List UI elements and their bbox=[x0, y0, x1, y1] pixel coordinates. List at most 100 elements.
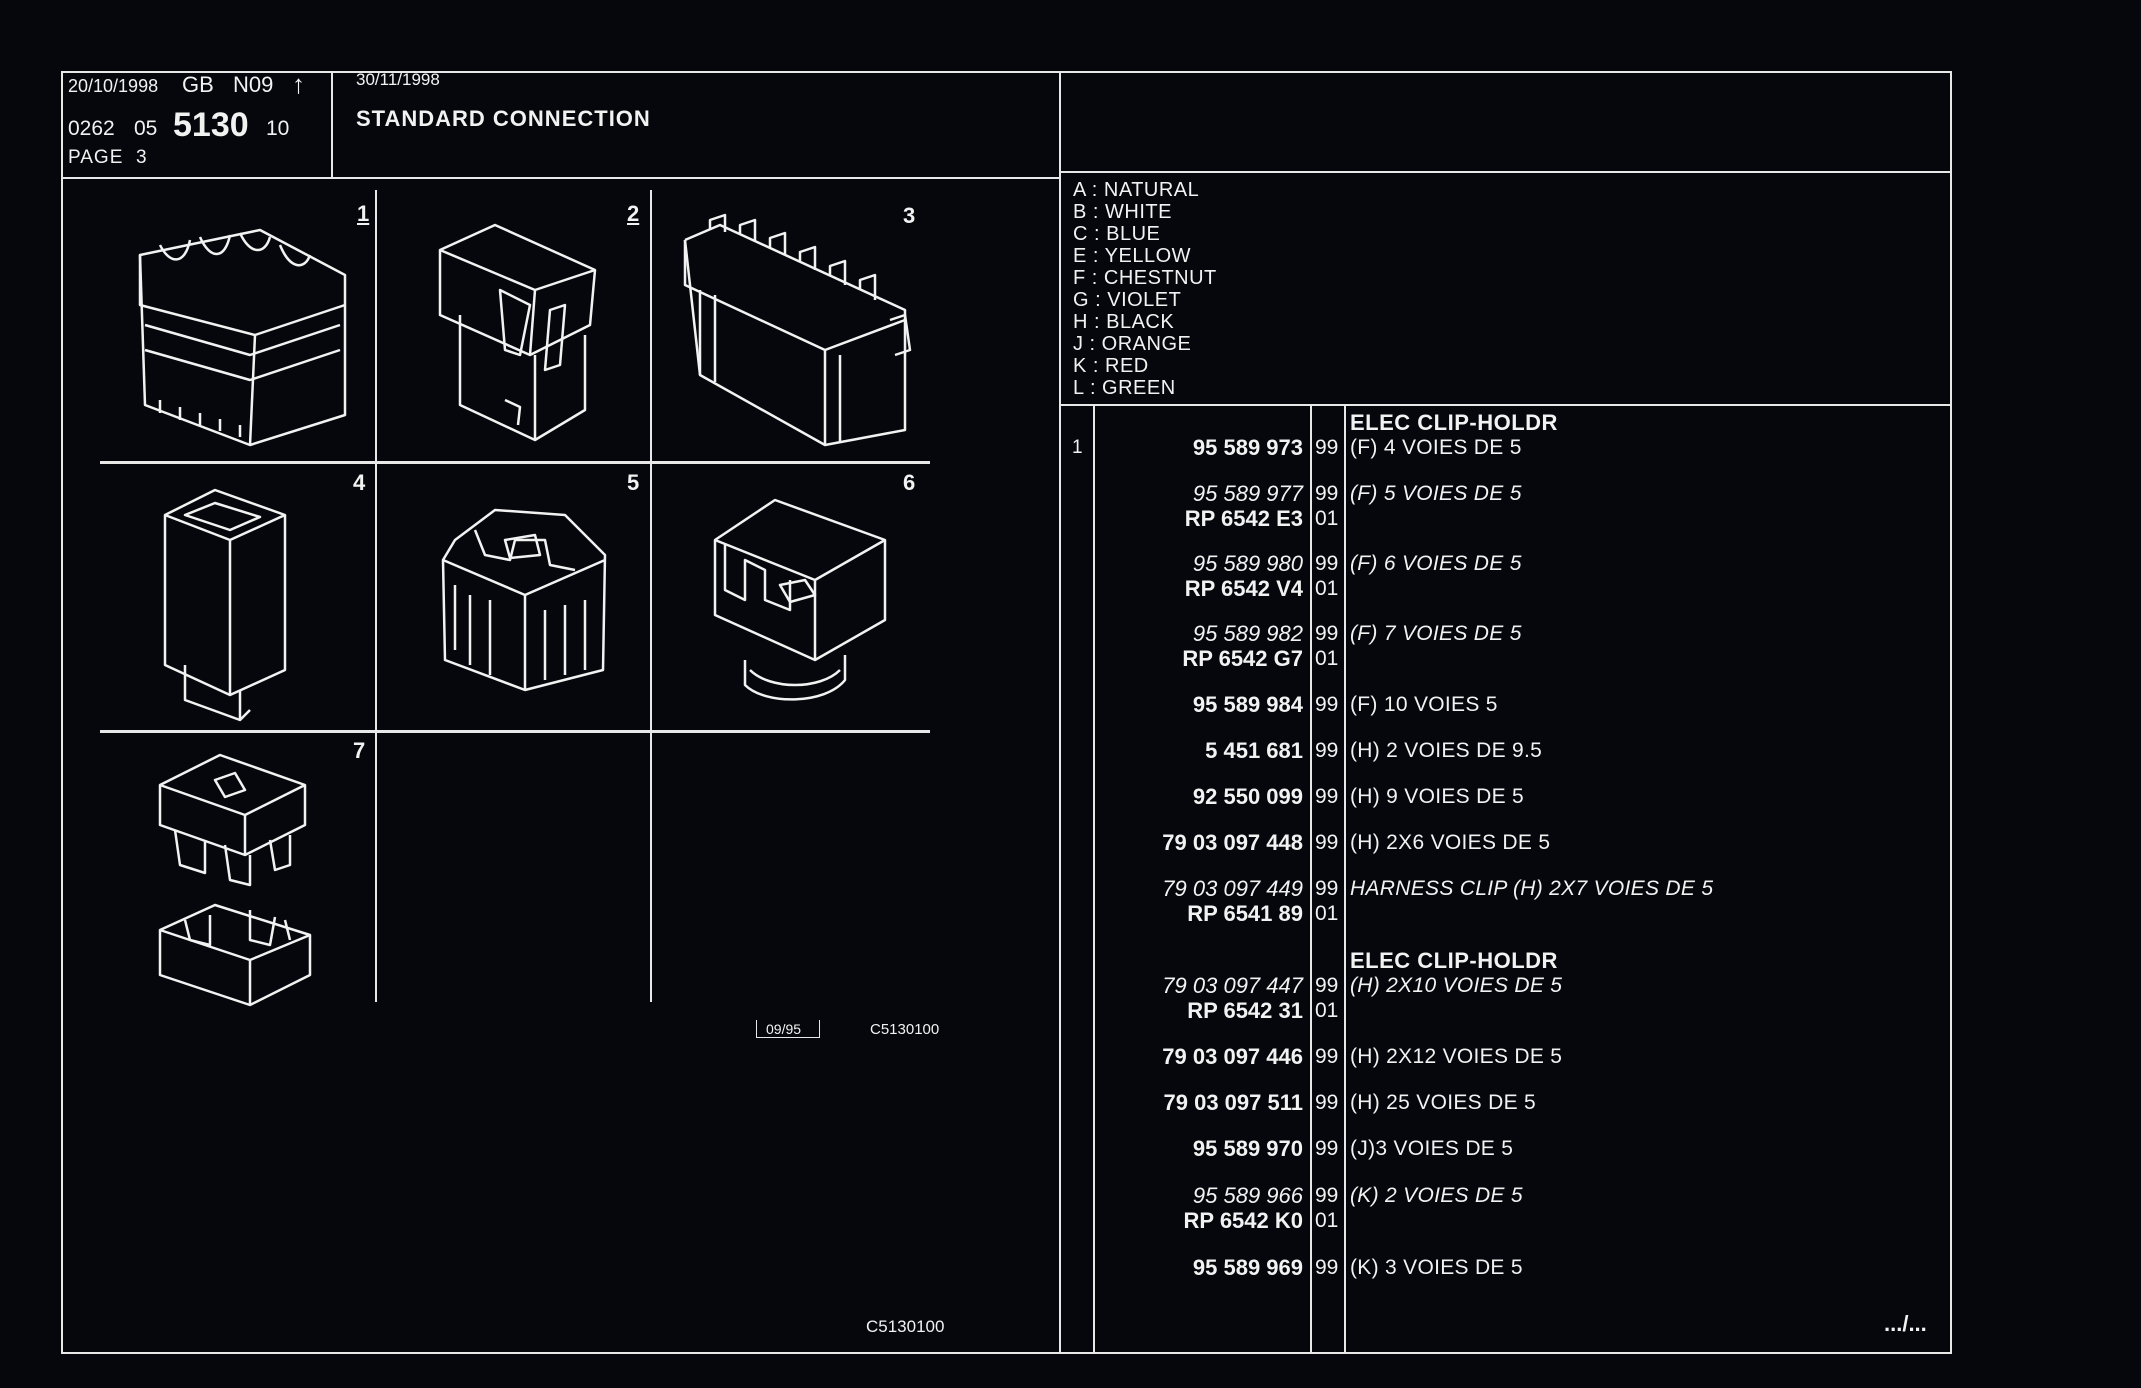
part-qty: 99 bbox=[1315, 1045, 1339, 1068]
part-qty: 99 bbox=[1315, 739, 1339, 762]
part-qty: 99 bbox=[1315, 622, 1339, 645]
rp-number: RP 6542 V4 bbox=[1184, 576, 1303, 601]
part-qty: 99 bbox=[1315, 831, 1339, 854]
page-word: PAGE bbox=[68, 147, 124, 168]
part-number: 5 451 681 bbox=[1205, 738, 1303, 763]
legend-item: G : VIOLET bbox=[1073, 289, 1182, 311]
rp-number: RP 6542 G7 bbox=[1182, 646, 1303, 671]
part-desc: (F) 4 VOIES DE 5 bbox=[1350, 436, 1522, 459]
item-number: 1 bbox=[1072, 437, 1083, 458]
part-number: 79 03 097 449 bbox=[1162, 876, 1303, 901]
rp-qty: 01 bbox=[1315, 999, 1339, 1022]
part-desc: (F) 5 VOIES DE 5 bbox=[1350, 482, 1522, 505]
arrow-up-icon: ↑ bbox=[292, 69, 305, 99]
part-number: 95 589 970 bbox=[1192, 1136, 1303, 1161]
connector-drawing-6 bbox=[713, 498, 887, 701]
grid-v1 bbox=[375, 190, 377, 1002]
header-divider bbox=[331, 71, 333, 179]
connector-drawing-3 bbox=[683, 213, 912, 447]
code-suffix: 10 bbox=[266, 117, 290, 140]
header-date: 20/10/1998 bbox=[68, 76, 159, 96]
part-qty: 99 bbox=[1315, 693, 1339, 716]
connector-drawing-4 bbox=[163, 488, 287, 722]
legend-item: H : BLACK bbox=[1073, 311, 1175, 333]
part-number: 92 550 099 bbox=[1192, 784, 1303, 809]
code-mid: 05 bbox=[134, 117, 158, 140]
header-lang: GB bbox=[182, 72, 214, 97]
revision-date: 30/11/1998 bbox=[356, 70, 440, 89]
part-qty: 99 bbox=[1315, 1256, 1339, 1279]
part-number: 95 589 973 bbox=[1192, 435, 1303, 460]
part-qty: 99 bbox=[1315, 1091, 1339, 1114]
rp-qty: 01 bbox=[1315, 902, 1339, 925]
part-number: 79 03 097 446 bbox=[1162, 1044, 1303, 1069]
part-number: 79 03 097 448 bbox=[1162, 830, 1303, 855]
part-desc: (F) 7 VOIES DE 5 bbox=[1350, 622, 1522, 645]
figure-number-5: 5 bbox=[627, 470, 640, 495]
figure-number-1: 1 bbox=[357, 201, 370, 226]
part-desc: (F) 10 VOIES 5 bbox=[1350, 693, 1498, 716]
part-number: 95 589 982 bbox=[1192, 621, 1303, 646]
page-number: 3 bbox=[135, 147, 148, 168]
part-number: 95 589 966 bbox=[1192, 1183, 1303, 1208]
grid-h2 bbox=[100, 730, 930, 733]
part-desc: (H) 2 VOIES DE 9.5 bbox=[1350, 739, 1543, 762]
rp-qty: 01 bbox=[1315, 1209, 1339, 1232]
legend-item: J : ORANGE bbox=[1073, 333, 1192, 355]
drawing-ref-top: C5130100 bbox=[870, 1021, 940, 1038]
code-main: 5130 bbox=[173, 106, 249, 144]
date-stamp-box bbox=[756, 1020, 820, 1038]
part-qty: 99 bbox=[1315, 974, 1339, 997]
part-desc: (K) 2 VOIES DE 5 bbox=[1350, 1184, 1523, 1207]
grid-h1 bbox=[100, 461, 930, 464]
legend-item: K : RED bbox=[1073, 355, 1149, 377]
figure-number-2: 2 bbox=[627, 201, 640, 226]
figure-number-3: 3 bbox=[903, 203, 916, 228]
parts-col-line-2 bbox=[1310, 404, 1312, 1354]
main-divider bbox=[1059, 71, 1061, 1354]
connector-drawing-1 bbox=[138, 228, 347, 447]
legend-item: F : CHESTNUT bbox=[1073, 267, 1217, 289]
part-qty: 99 bbox=[1315, 1137, 1339, 1160]
page-label: PAGE 3 bbox=[68, 148, 148, 167]
parts-col-line-3 bbox=[1344, 404, 1346, 1354]
part-desc: (J)3 VOIES DE 5 bbox=[1350, 1137, 1514, 1160]
part-desc: (H) 9 VOIES DE 5 bbox=[1350, 785, 1525, 808]
legend-bottom bbox=[1059, 404, 1952, 406]
part-qty: 99 bbox=[1315, 482, 1339, 505]
part-desc: (H) 2X6 VOIES DE 5 bbox=[1350, 831, 1551, 854]
rp-number: RP 6541 89 bbox=[1187, 901, 1303, 926]
part-desc: (H) 2X12 VOIES DE 5 bbox=[1350, 1045, 1563, 1068]
connector-drawing-7 bbox=[158, 753, 312, 1007]
part-number: 79 03 097 447 bbox=[1162, 973, 1303, 998]
parts-heading: ELEC CLIP-HOLDR bbox=[1350, 410, 1558, 435]
legend-item: L : GREEN bbox=[1073, 377, 1176, 399]
part-desc: (H) 25 VOIES DE 5 bbox=[1350, 1091, 1536, 1114]
part-number: 95 589 969 bbox=[1192, 1255, 1303, 1280]
part-qty: 99 bbox=[1315, 1184, 1339, 1207]
parts-col-line-1 bbox=[1093, 404, 1095, 1354]
part-number: 79 03 097 511 bbox=[1163, 1090, 1303, 1115]
part-qty: 99 bbox=[1315, 436, 1339, 459]
part-desc: (F) 6 VOIES DE 5 bbox=[1350, 552, 1522, 575]
continued-marker: .../... bbox=[1884, 1311, 1927, 1336]
code-prefix: 0262 bbox=[68, 117, 115, 140]
legend-item: B : WHITE bbox=[1073, 201, 1172, 223]
part-qty: 99 bbox=[1315, 877, 1339, 900]
part-qty: 99 bbox=[1315, 552, 1339, 575]
legend-item: A : NATURAL bbox=[1073, 179, 1200, 201]
part-number: 95 589 977 bbox=[1192, 481, 1303, 506]
connector-drawing-5 bbox=[441, 508, 607, 692]
legend-item: C : BLUE bbox=[1073, 223, 1161, 245]
figure-number-4: 4 bbox=[353, 470, 366, 495]
rp-qty: 01 bbox=[1315, 647, 1339, 670]
part-desc: (K) 3 VOIES DE 5 bbox=[1350, 1256, 1523, 1279]
figure-number-6: 6 bbox=[903, 470, 916, 495]
header-edition: N09 bbox=[233, 72, 274, 97]
grid-v2 bbox=[650, 190, 652, 1002]
legend-item: E : YELLOW bbox=[1073, 245, 1192, 267]
rp-number: RP 6542 E3 bbox=[1184, 506, 1303, 531]
rp-number: RP 6542 31 bbox=[1187, 998, 1303, 1023]
header-bottom-left bbox=[61, 177, 1061, 179]
part-desc: (H) 2X10 VOIES DE 5 bbox=[1350, 974, 1563, 997]
